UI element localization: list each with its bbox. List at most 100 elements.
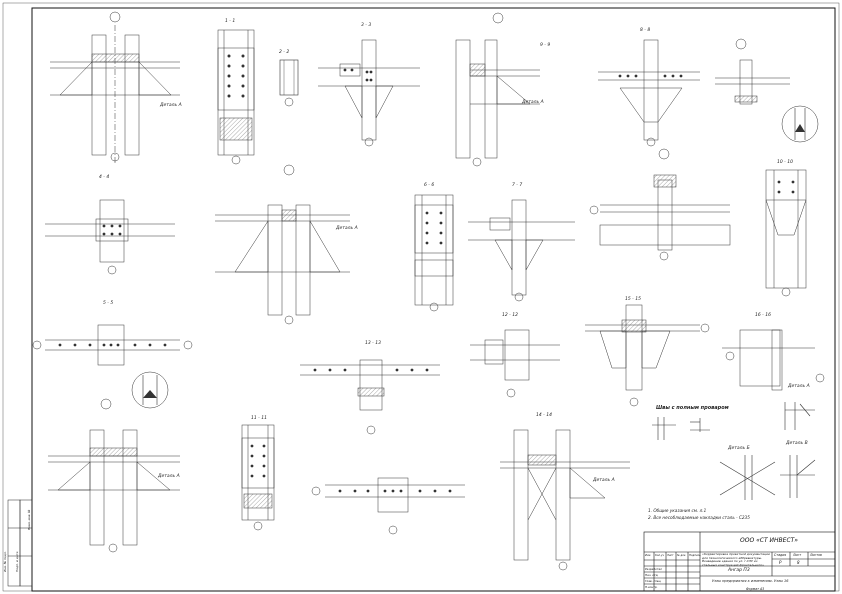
axis-marker (284, 97, 294, 107)
node-drawing (468, 199, 575, 296)
sheet-title: Ангар П3 (728, 568, 750, 573)
bolt-group (425, 211, 443, 245)
section-label: 13 - 13 (365, 341, 381, 346)
axis-marker (659, 251, 669, 261)
detail-label: Деталь Б (728, 446, 750, 451)
axis-marker (514, 292, 524, 302)
axis-marker (183, 340, 193, 350)
detail-circle (781, 105, 819, 143)
axis-marker (646, 137, 656, 147)
axis-marker (558, 561, 568, 571)
col-label: Кол.уч (655, 554, 664, 557)
col-label: № док. (677, 554, 687, 557)
axis-marker (472, 157, 482, 167)
node-drawing (715, 59, 790, 105)
axis-marker (32, 340, 42, 350)
bolt-group (338, 489, 452, 493)
node-drawing (50, 25, 180, 165)
sheet-header: Лист (793, 553, 802, 557)
section-label: 5 - 5 (103, 301, 114, 306)
weld-table-title: Швы с полным проваром (656, 405, 729, 411)
section-label: 3 - 3 (361, 23, 372, 28)
axis-marker (283, 164, 295, 176)
row-label: Глав. спец. (645, 579, 662, 583)
detail-label: Деталь А (336, 226, 358, 231)
axis-marker (108, 543, 118, 553)
axis-marker (735, 38, 747, 50)
node-drawing (765, 169, 807, 289)
bolt-group (227, 54, 245, 98)
row-label: Нач. отд. (645, 573, 659, 577)
node-drawing (215, 204, 350, 316)
side-stamp (7, 499, 33, 587)
sheet-value: 8 (797, 560, 800, 565)
weld-details (652, 417, 710, 440)
bolt-group (313, 368, 429, 372)
node-drawing (241, 424, 275, 521)
section-label: 7 - 7 (512, 183, 523, 188)
axis-marker (629, 397, 639, 407)
node-drawing (318, 39, 420, 141)
axis-marker (366, 425, 376, 435)
drawing-title: Узлы предприятия к изменению. Узлы 16 (712, 579, 789, 583)
node-drawing (279, 59, 299, 96)
section-label: 15 - 15 (625, 297, 641, 302)
axis-marker (388, 525, 398, 535)
side-stamp-label: Подп. и дата (15, 551, 19, 572)
detail-label: Деталь А (522, 100, 544, 105)
side-stamp-label: Взам. инв. № (27, 509, 31, 530)
axis-marker (109, 11, 121, 23)
axis-marker (107, 265, 117, 275)
bolt-group (777, 180, 795, 194)
project-name: «Корректировка проектной документации дл… (702, 552, 770, 567)
col-label: Изм. (645, 554, 652, 557)
row-label: Разработал (645, 567, 662, 571)
node-drawing (455, 39, 540, 159)
bolt-group (250, 444, 266, 478)
stage-header: Стадия (774, 553, 787, 557)
node-drawing (45, 324, 180, 366)
section-label: 1 - 1 (225, 19, 236, 24)
node-drawing (217, 29, 255, 156)
axis-marker (658, 148, 670, 160)
detail-label: Деталь В (786, 441, 808, 446)
detail-label: Деталь А (593, 478, 615, 483)
axis-marker (284, 315, 294, 325)
stage-value: Р (779, 560, 782, 565)
section-label: 12 - 12 (502, 313, 518, 318)
node-drawing (300, 359, 440, 411)
detail-circle (131, 371, 169, 409)
axis-marker (429, 302, 439, 312)
detail-label: Деталь А (788, 384, 810, 389)
bolt-group (102, 224, 122, 236)
section-label: 6 - 6 (424, 183, 435, 188)
axis-marker (781, 287, 791, 297)
section-label: 8 - 8 (640, 28, 651, 33)
section-label: 11 - 11 (251, 416, 267, 421)
node-drawing (470, 329, 560, 381)
bolt-group (343, 68, 373, 82)
node-drawing (48, 429, 180, 546)
node-drawing (719, 455, 816, 500)
axis-marker (231, 155, 241, 165)
axis-marker (725, 351, 735, 361)
axis-marker (110, 152, 120, 162)
axis-marker (253, 521, 263, 531)
node-drawing (599, 174, 731, 251)
bolt-group (58, 343, 167, 347)
node-drawing (585, 304, 700, 391)
section-label: 9 - 9 (540, 43, 551, 48)
axis-marker (506, 388, 516, 398)
node-drawing (722, 329, 815, 391)
general-note: 1. Общие указания см. л.1 (648, 508, 707, 513)
title-block (643, 531, 836, 592)
section-label: 2 - 2 (279, 50, 290, 55)
node-drawing (414, 194, 454, 306)
axis-marker (100, 398, 112, 410)
col-label: Лист (667, 554, 674, 557)
inner-frame (31, 7, 836, 592)
axis-marker (492, 12, 504, 24)
node-drawing (325, 477, 465, 513)
col-label: Подпись (689, 554, 701, 557)
